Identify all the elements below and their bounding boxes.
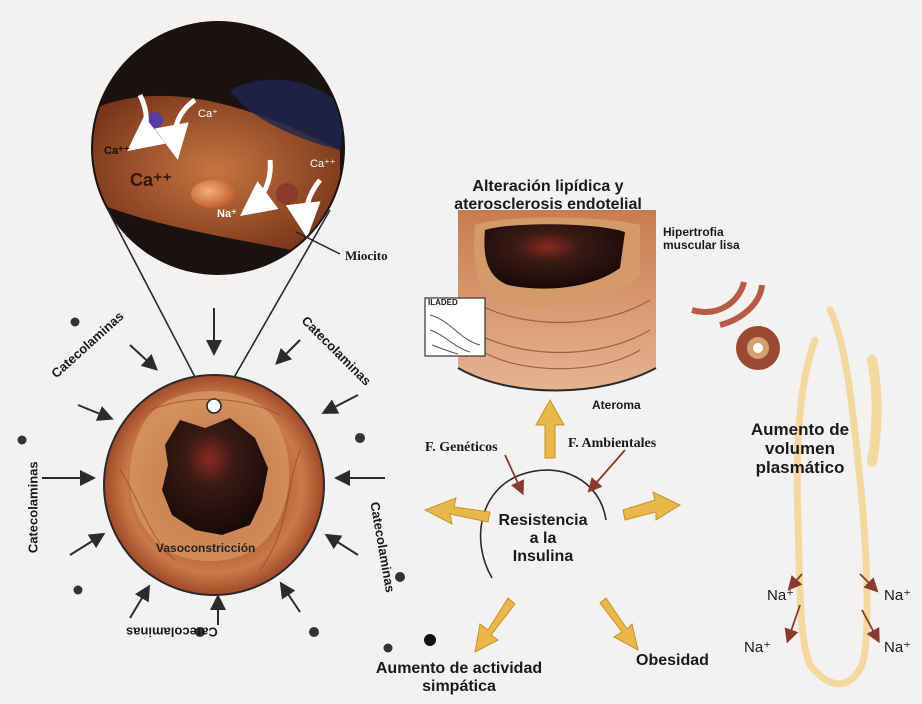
label-hipertrofia-line2: muscular lisa <box>663 239 740 252</box>
label-ateroma: Ateroma <box>592 399 641 412</box>
label-resistencia: Resistencia a la Insulina <box>488 512 598 566</box>
label-f-ambientales: F. Ambientales <box>568 436 656 452</box>
label-actividad: Aumento de actividad simpática <box>355 660 563 696</box>
label-alteracion-line1: Alteración lipídica y <box>432 178 664 196</box>
label-ca-pp-left: Ca⁺⁺ <box>104 145 130 157</box>
label-actividad-line2: simpática <box>355 678 563 696</box>
label-na-plus-myocyte: Na⁺ <box>217 208 237 220</box>
nephron-tubule <box>797 310 876 684</box>
label-catecolaminas-bottom: Catecolaminas <box>126 624 218 639</box>
label-volumen-line1: Aumento de <box>740 420 860 439</box>
label-volumen: Aumento de volumen plasmático <box>740 420 860 477</box>
constricted-vessel <box>104 375 324 595</box>
label-alteracion: Alteración lipídica y aterosclerosis end… <box>432 178 664 214</box>
label-alteracion-line2: aterosclerosis endotelial <box>432 196 664 214</box>
label-na-3: Na⁺ <box>744 640 771 657</box>
label-na-2: Na⁺ <box>884 588 911 605</box>
label-miocito: Miocito <box>345 249 388 264</box>
label-volumen-line3: plasmático <box>740 458 860 477</box>
label-obesidad: Obesidad <box>636 652 709 670</box>
label-na-1: Na⁺ <box>767 588 794 605</box>
label-resistencia-line1: Resistencia <box>488 512 598 530</box>
label-inset-tag: ILADED <box>428 299 458 308</box>
label-resistencia-line3: Insulina <box>488 548 598 566</box>
label-hipertrofia-line1: Hipertrofia <box>663 226 740 239</box>
atheroma-artery <box>425 205 660 405</box>
label-catecolaminas-left: Catecolaminas <box>27 461 42 553</box>
label-vasoconstriccion: Vasoconstricción <box>156 542 255 555</box>
label-ca-plus: Ca⁺ <box>198 108 218 120</box>
hypertrophy-vessel <box>692 282 780 370</box>
label-hipertrofia: Hipertrofia muscular lisa <box>663 226 740 253</box>
label-f-geneticos: F. Genéticos <box>425 440 498 456</box>
label-na-4: Na⁺ <box>884 640 911 657</box>
label-ca-pp-right: Ca⁺⁺ <box>310 158 336 170</box>
label-ca-pp-big: Ca⁺⁺ <box>130 170 172 190</box>
label-volumen-line2: volumen <box>740 439 860 458</box>
label-actividad-line1: Aumento de actividad <box>355 660 563 678</box>
label-resistencia-line2: a la <box>488 530 598 548</box>
